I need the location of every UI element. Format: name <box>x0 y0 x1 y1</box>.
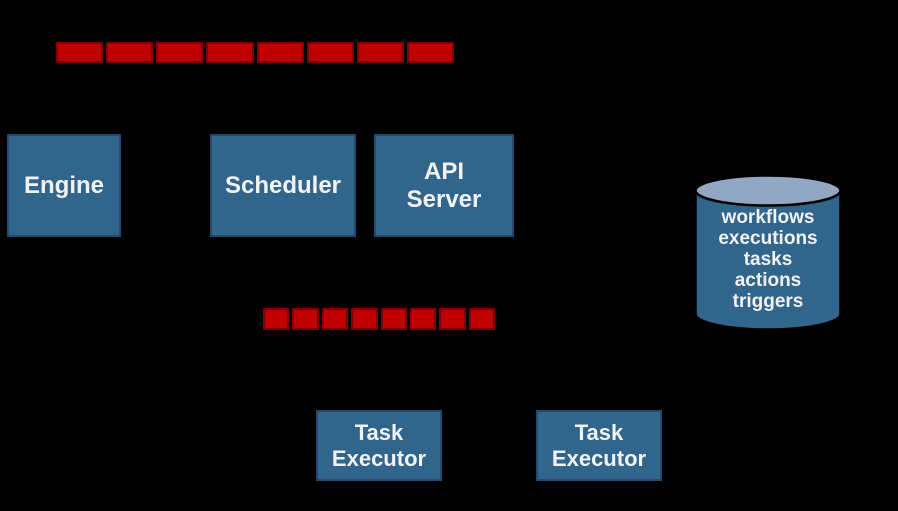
queue-segment <box>206 42 254 63</box>
datastore-item-workflows: workflows <box>721 207 815 228</box>
scheduler-box: Scheduler <box>210 134 356 237</box>
datastore-item-tasks: tasks <box>743 249 793 270</box>
task-executor-right-label-line1: Task <box>574 419 624 445</box>
api-server-label-line1: API <box>423 157 464 185</box>
datastore-item-actions: actions <box>734 270 802 291</box>
datastore: workflows executions tasks actions trigg… <box>693 173 843 333</box>
scheduler-label: Scheduler <box>224 171 342 199</box>
queue-segment <box>321 308 349 330</box>
queue-segment <box>56 42 104 63</box>
datastore-item-triggers: triggers <box>732 291 804 312</box>
engine-label: Engine <box>23 171 104 199</box>
queue-segment <box>292 308 319 330</box>
queue-segment <box>380 308 407 330</box>
cylinder-body <box>694 190 842 331</box>
task-executor-left-label-line2: Executor <box>331 445 427 471</box>
task-executor-right-label-line2: Executor <box>551 445 647 471</box>
api-server-box: API Server <box>374 134 514 237</box>
message-queue-top <box>56 42 454 63</box>
queue-segment <box>106 42 154 63</box>
database-cylinder-icon <box>694 174 842 331</box>
datastore-item-executions: executions <box>718 228 818 249</box>
engine-box: Engine <box>7 134 121 237</box>
queue-segment <box>256 42 304 63</box>
queue-segment <box>156 42 204 63</box>
queue-segment <box>468 308 495 330</box>
task-executor-left-box: Task Executor <box>316 410 442 481</box>
queue-segment <box>351 308 378 330</box>
task-executor-left-label-line1: Task <box>354 419 404 445</box>
message-queue-bottom <box>263 308 495 330</box>
queue-segment <box>409 308 437 330</box>
queue-segment <box>306 42 354 63</box>
queue-segment <box>356 42 404 63</box>
queue-segment <box>439 308 466 330</box>
task-executor-right-box: Task Executor <box>536 410 662 481</box>
api-server-label-line2: Server <box>406 185 482 213</box>
queue-segment <box>406 42 454 63</box>
cylinder-top-ellipse <box>694 174 842 207</box>
datastore-labels: workflows executions tasks actions trigg… <box>693 207 843 312</box>
queue-segment <box>263 308 290 330</box>
